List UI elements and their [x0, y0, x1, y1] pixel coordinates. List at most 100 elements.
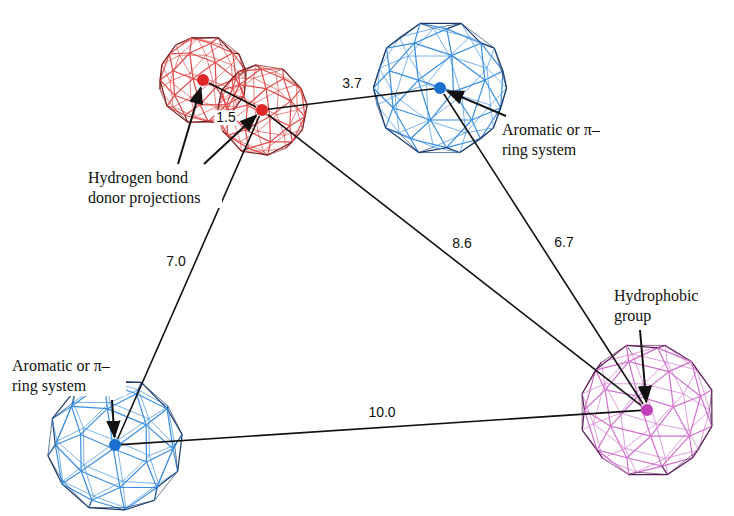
pharmacophore-sphere [48, 380, 182, 510]
sphere-wire [410, 120, 430, 139]
sphere-wire [162, 45, 176, 65]
sphere-wire [701, 390, 712, 396]
sphere-wire [192, 38, 211, 44]
sphere-wire [399, 133, 419, 153]
sphere-wire [452, 43, 481, 55]
sphere-wire [665, 450, 698, 458]
sphere-wire [263, 151, 268, 155]
sphere-wire [277, 110, 298, 115]
sphere-wire [173, 107, 188, 122]
sphere-wire [665, 458, 667, 474]
sphere-wire [428, 121, 466, 133]
sphere-wire [408, 56, 426, 84]
sphere-wire [263, 135, 284, 151]
sphere-wire [656, 424, 689, 430]
sphere-wire [603, 448, 626, 458]
sphere-wire [446, 120, 471, 148]
leader-arrow [640, 330, 646, 402]
sphere-wire [395, 96, 428, 121]
sphere-wire [73, 402, 110, 403]
sphere-wire [669, 362, 692, 372]
sphere-wire [651, 407, 674, 436]
sphere-wire [123, 481, 159, 483]
sphere-wire [80, 434, 82, 471]
sphere-wire [596, 362, 629, 370]
distance-line [209, 83, 256, 107]
sphere-wire [162, 55, 180, 64]
sphere-wire [420, 23, 447, 28]
sphere-wire [593, 384, 604, 424]
sphere-wire [710, 390, 712, 410]
sphere-wire [258, 131, 285, 135]
sphere-wire [452, 55, 485, 80]
sphere-wire [169, 52, 189, 54]
sphere-wire [84, 465, 123, 481]
sphere-wire [669, 372, 674, 407]
sphere-wire [167, 95, 175, 106]
feature-label: Hydrophobic group [612, 286, 716, 326]
sphere-wire [605, 390, 610, 426]
distance-line [118, 116, 260, 439]
sphere-wire [190, 53, 215, 62]
sphere-wire [160, 65, 162, 90]
sphere-wire [188, 122, 215, 123]
sphere-wire [198, 39, 221, 45]
sphere-wire [215, 62, 236, 78]
sphere-wire [643, 384, 683, 394]
sphere-wire [431, 92, 454, 120]
sphere-wire [693, 426, 712, 458]
sphere-wire [241, 151, 268, 155]
sphere-wire [291, 89, 301, 101]
sphere-wire [123, 481, 126, 507]
sphere-wire [190, 55, 206, 73]
distance-value: 7.0 [164, 254, 187, 269]
sphere-wire [460, 128, 494, 153]
sphere-wire [158, 445, 174, 484]
sphere-wire [57, 441, 63, 481]
sphere-wire [626, 345, 665, 346]
sphere-wire [63, 465, 84, 481]
feature-center: Hydrophobic group [641, 404, 653, 416]
distance-value: 1.5 [214, 110, 237, 125]
sphere-wire [52, 419, 57, 441]
feature-label: Hydrogen bond donor projections [86, 168, 222, 208]
sphere-wire [227, 105, 248, 110]
distance-line [444, 94, 643, 404]
sphere-wire [169, 54, 172, 71]
sphere-wire [249, 142, 271, 148]
sphere-wire [419, 152, 460, 153]
sphere-wire [698, 410, 709, 450]
sphere-wire [162, 65, 170, 82]
sphere-wire [253, 78, 255, 103]
sphere-wire [481, 43, 485, 80]
sphere-wire [120, 487, 157, 488]
sphere-wire [627, 458, 662, 466]
sphere-wire [200, 104, 227, 105]
sphere-wire [434, 28, 450, 56]
sphere-wire [689, 430, 699, 450]
sphere-wire [275, 72, 278, 91]
sphere-wire [710, 410, 712, 426]
sphere-wire [198, 39, 206, 56]
distance-value: 8.6 [450, 236, 473, 251]
sphere-wire [211, 43, 233, 53]
sphere-wire [683, 394, 688, 430]
sphere-wire [408, 56, 449, 57]
sphere-wire [636, 472, 667, 474]
sphere-wire [266, 79, 284, 89]
sphere-wire [379, 56, 408, 68]
sphere-wire [63, 481, 94, 496]
sphere-wire [170, 81, 173, 107]
sphere-wire [418, 80, 430, 120]
feature-label: Aromatic or π–ring system [10, 356, 126, 396]
sphere-wire [284, 135, 285, 148]
sphere-wire [123, 456, 150, 482]
feature-center: Aromatic or π–ring system [434, 82, 446, 94]
sphere-wire [452, 55, 454, 91]
sphere-wire [625, 424, 656, 449]
sphere-wire [399, 133, 433, 147]
sphere-wire [195, 117, 214, 123]
sphere-wire [625, 448, 636, 472]
